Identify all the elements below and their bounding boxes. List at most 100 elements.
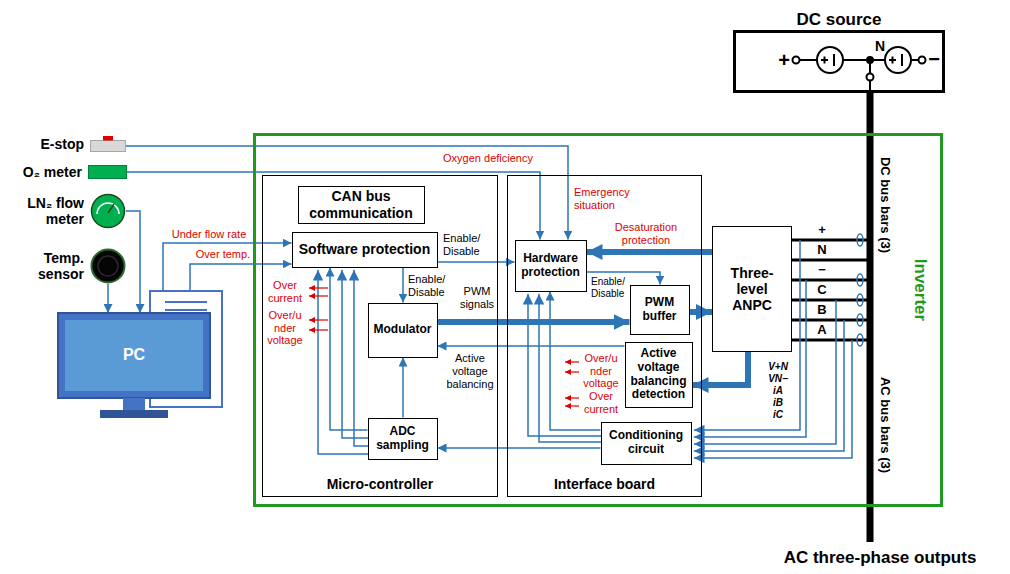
phase-name: B [817, 303, 826, 318]
edge-label: Enable/ Disable [408, 273, 452, 299]
stop-button-drawing [91, 141, 126, 152]
bus-arrow [438, 319, 630, 325]
gas-meter-drawing [88, 164, 127, 180]
signal-arrow [402, 358, 404, 418]
fault-arrow [309, 288, 579, 406]
signal-name: iC [773, 409, 783, 421]
process-box: Active voltage balancing detection [625, 342, 693, 408]
source-box-drawing [901, 54, 903, 66]
signal-wire [318, 270, 601, 454]
terminal-name: + [818, 223, 826, 238]
phase-wire [792, 279, 867, 282]
flow-meter-drawing [108, 204, 114, 213]
current-sensor [857, 334, 863, 346]
box-label: PWM buffer [634, 296, 686, 324]
current-sensor [857, 234, 863, 346]
stop-button-drawing [103, 136, 113, 141]
converter-box: Three-level ANPC [712, 226, 792, 352]
node-heading: Inverter [910, 259, 930, 321]
fault-arrow [309, 329, 328, 330]
node-heading: LN₂ flow meter [16, 195, 84, 227]
edge-label: PWM signals [455, 285, 499, 311]
signal-arrow [438, 345, 625, 347]
signal-arrow [126, 146, 568, 240]
signal-arrow [330, 268, 368, 431]
source-box-drawing [793, 47, 926, 90]
temperature-sensor-drawing [92, 250, 125, 283]
signal-arrow [190, 264, 292, 290]
fault-arrow [565, 397, 579, 398]
node-heading: Temp. sensor [16, 250, 84, 282]
node-heading: E-stop [14, 136, 84, 152]
current-sensor [857, 274, 863, 286]
process-box: ADC sampling [368, 418, 438, 460]
box-label: ADC sampling [372, 425, 434, 453]
bus-bar [867, 93, 874, 542]
temperature-sensor-drawing [98, 256, 118, 276]
bus-arrow [587, 249, 713, 255]
signal-arrow [550, 292, 601, 431]
fault-arrow [309, 295, 328, 296]
source-box-drawing [919, 57, 926, 64]
bus-arrow [690, 309, 713, 315]
fault-note: Over/u nder voltage [265, 309, 305, 347]
flow-meter-drawing [92, 195, 125, 228]
signal-arrow [438, 261, 515, 263]
phase-wire [792, 299, 867, 302]
edge-label: Desaturation protection [596, 221, 696, 247]
node-heading: Interface board [508, 476, 701, 492]
process-box: CAN bus communication [298, 186, 425, 224]
flow-meter: LN₂ flow meter [90, 193, 126, 229]
process-box: Conditioning circuit [601, 422, 692, 465]
signal-arrow [438, 447, 601, 449]
computer-drawing [100, 410, 168, 418]
board-outline: Interface board Hardware protectionPWM bu… [507, 175, 702, 497]
computer-drawing [165, 309, 207, 311]
fault-arrow [309, 287, 328, 288]
phase-wire [792, 239, 867, 242]
current-sensor [857, 234, 863, 246]
source-box-drawing [869, 81, 871, 91]
edge-label: Active voltage balancing [444, 352, 496, 391]
signal-name: iB [773, 397, 783, 409]
source-box-drawing [892, 57, 894, 64]
edge-label: Emergency situation [574, 186, 644, 212]
node-heading: O₂ meter [2, 164, 82, 180]
source-box-drawing [869, 60, 871, 74]
box-label: Modulator [374, 323, 432, 337]
computer-drawing [165, 301, 207, 303]
edge-label: Under flow rate [168, 228, 250, 241]
signal-arrow [107, 284, 109, 313]
fault-arrow [309, 319, 328, 320]
bus-name: AC bus bars (3) [878, 377, 893, 473]
box-label: Active voltage balancing detection [629, 347, 689, 402]
bus-name: DC bus bars (3) [878, 157, 893, 253]
edge-label: Enable/ Disable [443, 232, 491, 258]
flow-meter-drawing [97, 203, 119, 214]
fault-arrow [565, 361, 579, 362]
signal-name: V+N [768, 361, 788, 373]
phase-name: C [817, 283, 826, 298]
source-box-drawing [843, 59, 885, 61]
source-box-drawing [867, 74, 874, 81]
fault-note: Over/u nder voltage [581, 352, 621, 390]
box-label: Software protection [299, 241, 430, 257]
bus-bar [870, 93, 871, 542]
source-box-drawing [885, 47, 911, 73]
signal-arrow [402, 268, 404, 303]
process-box: Hardware protection [515, 240, 587, 292]
node-heading: PC [58, 313, 210, 398]
temperature-sensor-drawing [90, 248, 126, 284]
output-caption: AC three-phase outputs [784, 548, 977, 568]
source-box-drawing [833, 54, 835, 66]
process-box: PWM buffer [630, 285, 690, 335]
process-box: Modulator [368, 303, 438, 358]
stop-button: E-stop [90, 136, 126, 152]
phase-wire [792, 240, 867, 340]
box-label: Three-level ANPC [716, 265, 788, 313]
computer-drawing [58, 313, 210, 398]
source-box-drawing [793, 57, 800, 64]
inverter-housing: InverterMicro-controllerCAN bus communic… [253, 133, 943, 507]
signal-arrow [126, 211, 140, 313]
bus-arrow [693, 352, 749, 385]
